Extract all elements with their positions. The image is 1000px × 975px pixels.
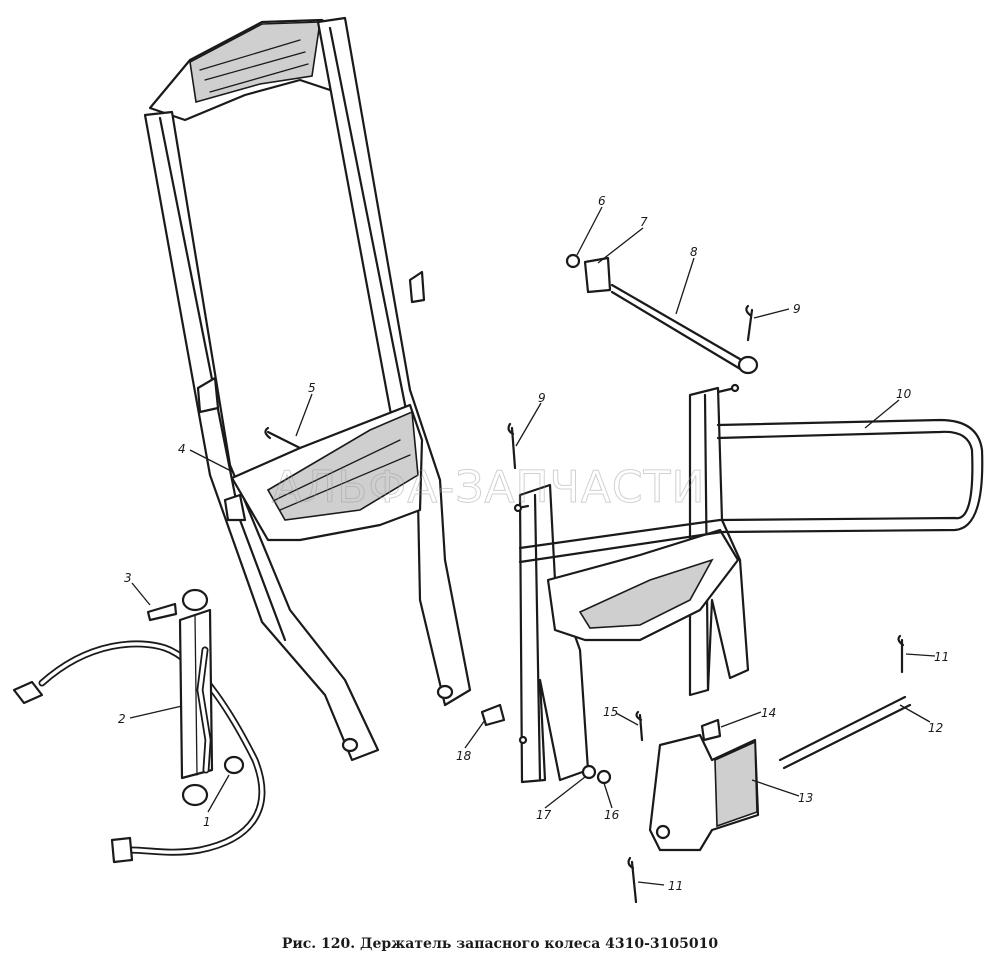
callout-3: 3 — [124, 571, 132, 585]
watermark: АЛЬФА-ЗАПЧАСТИ — [272, 462, 705, 513]
frame-part-4 — [143, 16, 472, 762]
callout-2: 2 — [118, 712, 126, 726]
callout-5: 5 — [308, 381, 316, 395]
cylinder-part-2 — [12, 588, 266, 864]
callout-13: 13 — [798, 791, 813, 805]
callout-1: 1 — [203, 815, 211, 829]
callout-7: 7 — [640, 215, 648, 229]
callout-labels: 1 2 3 4 5 6 7 8 9 9 10 11 11 12 13 14 15… — [118, 194, 949, 893]
callout-17: 17 — [536, 808, 552, 822]
callout-9-upper: 9 — [793, 302, 801, 316]
callout-11-right: 11 — [934, 650, 949, 664]
figure-caption: Рис. 120. Держатель запасного колеса 431… — [281, 936, 719, 952]
callout-8: 8 — [690, 245, 698, 259]
callout-6: 6 — [598, 194, 606, 208]
hardware — [264, 253, 912, 904]
callout-18: 18 — [456, 749, 472, 763]
callout-16: 16 — [604, 808, 620, 822]
callout-9-lower: 9 — [538, 391, 546, 405]
callout-10: 10 — [896, 387, 912, 401]
callout-11-bottom: 11 — [668, 879, 683, 893]
holder-part-10 — [513, 383, 984, 784]
callout-4: 4 — [178, 442, 186, 456]
callout-14: 14 — [761, 706, 776, 720]
callout-12: 12 — [928, 721, 943, 735]
leader-lines — [129, 206, 936, 886]
callout-15: 15 — [603, 705, 618, 719]
